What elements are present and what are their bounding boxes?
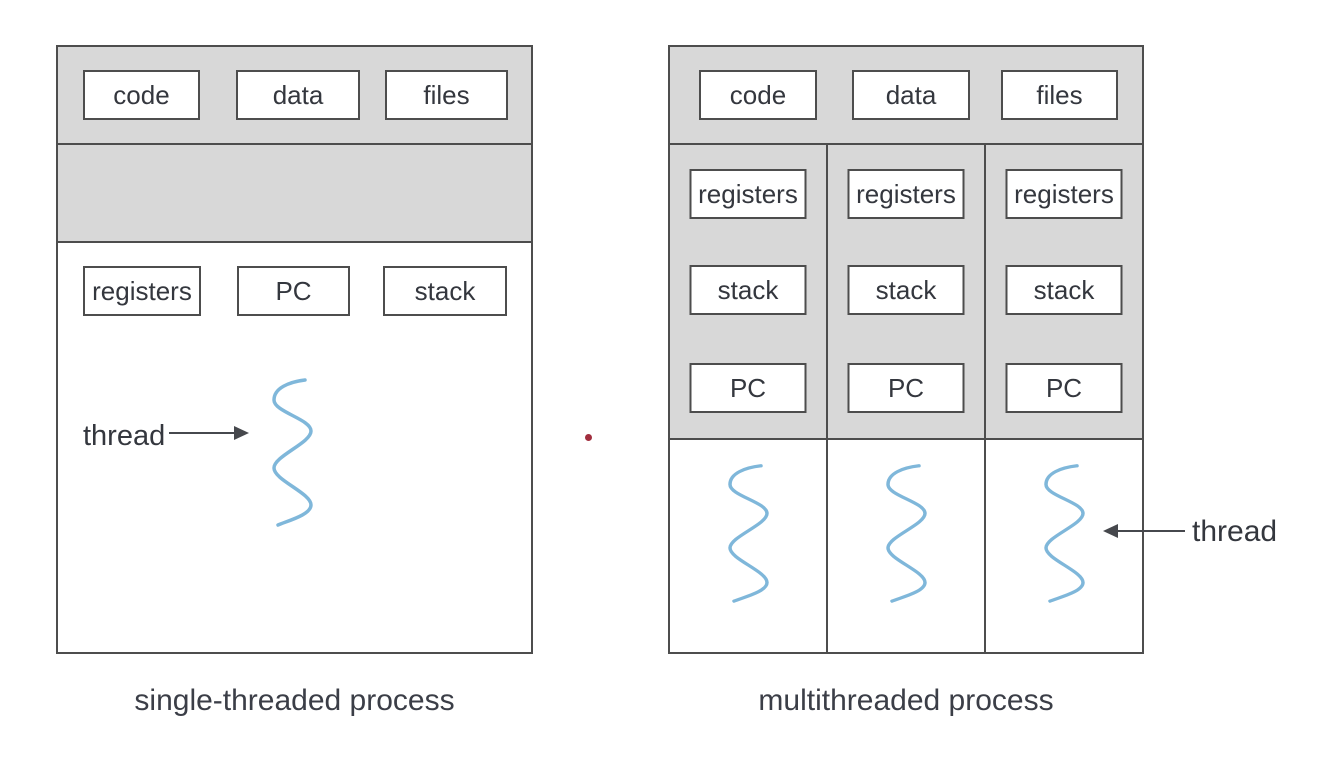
separator-dot-icon <box>585 434 592 441</box>
stack-box: stack <box>847 265 965 315</box>
files-box: files <box>385 70 508 120</box>
data-box: data <box>852 70 970 120</box>
pc-box: PC <box>689 363 807 413</box>
shared-state-band: code data files <box>670 47 1142 145</box>
thread-column-3: registers stack PC <box>986 145 1142 652</box>
thread-arrow-line <box>169 432 235 434</box>
files-box: files <box>1001 70 1118 120</box>
stack-box: stack <box>689 265 807 315</box>
arrow-right-icon <box>234 426 249 440</box>
registers-box: registers <box>83 266 201 316</box>
thread-label-right: thread <box>1192 515 1278 548</box>
code-box: code <box>699 70 817 120</box>
stack-box: stack <box>383 266 507 316</box>
data-box: data <box>236 70 360 120</box>
shared-state-band: code data files <box>58 47 531 145</box>
caption-single-threaded: single-threaded process <box>134 684 455 717</box>
caption-multithreaded: multithreaded process <box>758 684 1054 717</box>
pc-box: PC <box>847 363 965 413</box>
stack-box: stack <box>1005 265 1123 315</box>
pc-box: PC <box>237 266 350 316</box>
thread-squiggle-icon <box>886 464 927 603</box>
multithreaded-process-box: code data files registers stack PC regis… <box>668 45 1144 654</box>
code-box: code <box>83 70 200 120</box>
registers-box: registers <box>1005 169 1123 219</box>
thread-label-left: thread <box>83 420 166 452</box>
arrow-left-icon <box>1103 524 1118 538</box>
thread-column-1: registers stack PC <box>670 145 828 652</box>
registers-box: registers <box>847 169 965 219</box>
thread-column-2: registers stack PC <box>828 145 986 652</box>
thread-columns: registers stack PC registers stack PC re… <box>670 145 1142 652</box>
thread-squiggle-icon <box>728 464 769 603</box>
registers-box: registers <box>689 169 807 219</box>
thread-state-band: registers PC stack <box>58 145 531 316</box>
thread-arrow-line <box>1117 530 1185 532</box>
pc-box: PC <box>1005 363 1123 413</box>
thread-squiggle-icon <box>1044 464 1085 603</box>
thread-squiggle-icon <box>272 378 313 527</box>
single-threaded-process-box: code data files registers PC stack threa… <box>56 45 533 654</box>
